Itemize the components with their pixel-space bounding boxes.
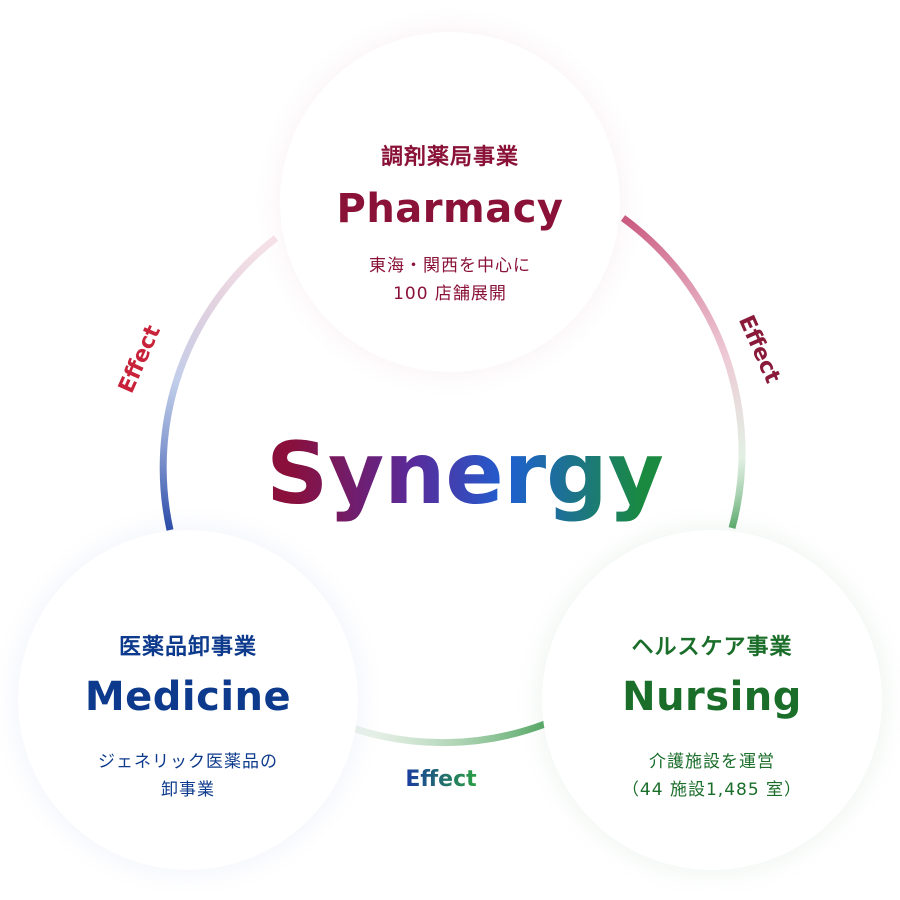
node-medicine-desc-line-1: ジェネリック医薬品の — [98, 752, 278, 772]
link-right-effect-label: Effect — [733, 312, 785, 388]
node-pharmacy-desc: 東海・関西を中心に 100 店舗展開 — [280, 252, 620, 308]
link-arc-left — [159, 235, 279, 531]
center-synergy-label: Synergy — [266, 424, 664, 524]
node-medicine-jp-title: 医薬品卸事業 — [118, 635, 257, 660]
node-medicine-desc: ジェネリック医薬品の 卸事業 — [18, 748, 358, 804]
node-medicine: 医薬品卸事業 Medicine ジェネリック医薬品の 卸事業 — [18, 530, 358, 870]
node-pharmacy-en-title: Pharmacy — [336, 186, 564, 232]
node-nursing-en-title: Nursing — [622, 674, 802, 720]
node-pharmacy-jp-title: 調剤薬局事業 — [380, 145, 519, 170]
link-left-effect-label: Effect — [114, 321, 166, 397]
node-medicine-desc-line-2: 卸事業 — [161, 780, 215, 800]
node-pharmacy: 調剤薬局事業 Pharmacy 東海・関西を中心に 100 店舗展開 — [280, 32, 620, 372]
node-nursing-desc: 介護施設を運営 （44 施設1,485 室） — [542, 748, 882, 804]
link-arc-right — [620, 215, 746, 529]
node-medicine-en-title: Medicine — [84, 674, 292, 720]
node-nursing-desc-line-2: （44 施設1,485 室） — [621, 780, 803, 800]
link-arc-bottom — [350, 720, 547, 747]
node-nursing-desc-line-1: 介護施設を運営 — [649, 752, 775, 772]
node-pharmacy-desc-line-2: 100 店舗展開 — [393, 284, 507, 304]
node-nursing-jp-title: ヘルスケア事業 — [631, 635, 793, 660]
node-nursing: ヘルスケア事業 Nursing 介護施設を運営 （44 施設1,485 室） — [542, 530, 882, 870]
link-bottom-effect-label: Effect — [405, 767, 477, 792]
node-pharmacy-desc-line-1: 東海・関西を中心に — [369, 256, 531, 276]
